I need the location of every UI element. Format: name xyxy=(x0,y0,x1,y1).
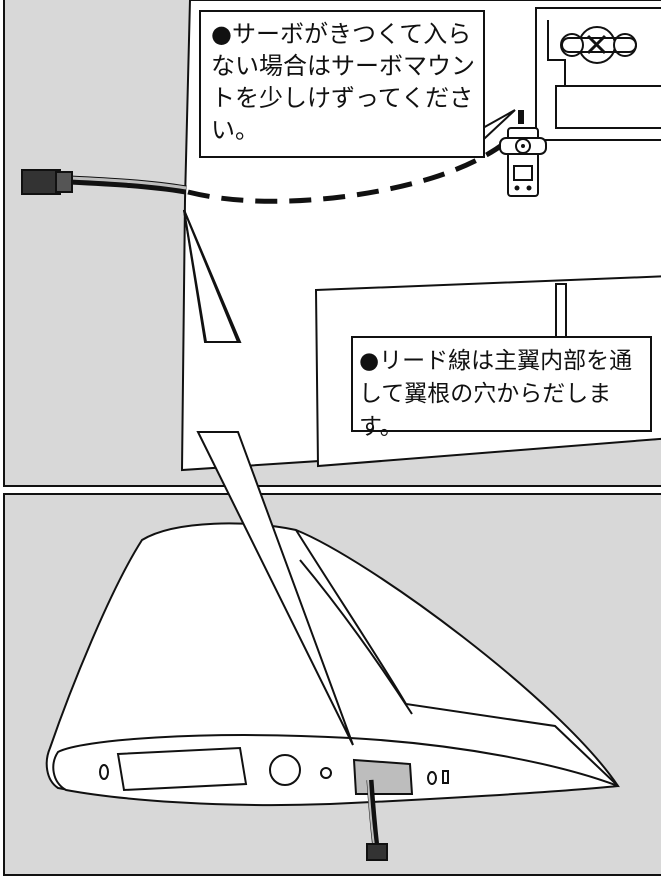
servo-mount xyxy=(535,7,661,141)
wire-route-dashed xyxy=(187,128,522,204)
servo-fit-note-text: ●サーボがきつくて入らない場合はサーボマウントを少しけずってください。 xyxy=(211,20,475,144)
servo-fit-note: ●サーボがきつくて入らない場合はサーボマウントを少しけずってください。 xyxy=(199,10,485,158)
bottom-panel xyxy=(3,493,661,876)
servo-icon xyxy=(499,110,547,197)
screw-icon xyxy=(560,26,637,64)
lead-note-pointer-top-outline xyxy=(183,209,240,343)
lead-wire-note-text: ●リード線は主翼内部を通して翼根の穴からだします。 xyxy=(359,348,633,440)
wing-icon xyxy=(45,522,620,861)
connector-plug-icon xyxy=(21,169,187,195)
lead-wire-note: ●リード線は主翼内部を通して翼根の穴からだします。 xyxy=(351,336,652,440)
lead-note-pointer-bottom xyxy=(196,431,354,746)
